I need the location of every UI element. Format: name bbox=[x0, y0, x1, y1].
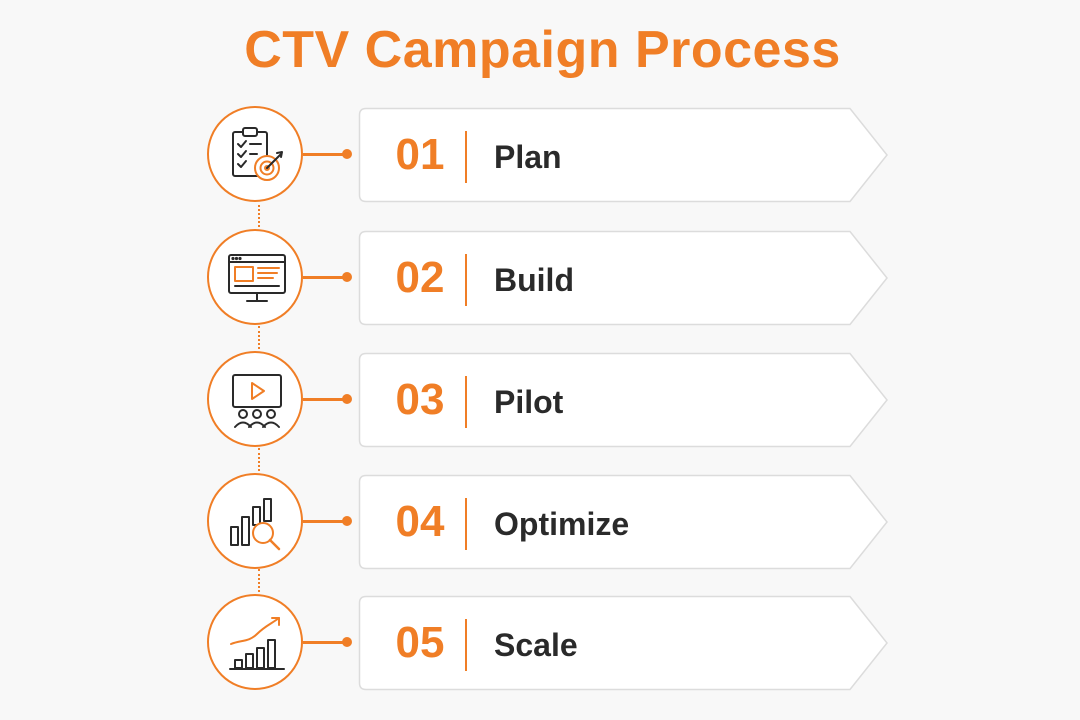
step-number: 05 bbox=[395, 618, 445, 667]
step-link-line bbox=[303, 398, 347, 401]
step-link-line bbox=[303, 641, 347, 644]
step-icon-circle bbox=[207, 473, 303, 569]
step-icon-circle bbox=[207, 229, 303, 325]
timeline-connector bbox=[258, 448, 260, 471]
step-number: 01 bbox=[395, 130, 445, 179]
step-divider bbox=[465, 376, 467, 428]
step-label: Plan bbox=[494, 139, 562, 175]
step-label: Scale bbox=[494, 627, 578, 663]
timeline-connector bbox=[258, 205, 260, 227]
step-number: 04 bbox=[395, 497, 445, 546]
step-divider bbox=[465, 131, 467, 183]
step-card: 05 Scale bbox=[358, 595, 890, 691]
step-link-line bbox=[303, 520, 347, 523]
step-link-line bbox=[303, 153, 347, 156]
card-arrow-shape bbox=[358, 352, 888, 448]
process-step: 02 Build bbox=[0, 227, 1080, 327]
step-divider bbox=[465, 254, 467, 306]
timeline-connector bbox=[258, 326, 260, 349]
card-arrow-shape bbox=[358, 230, 888, 326]
step-card: 01 Plan bbox=[358, 107, 890, 203]
step-number: 03 bbox=[395, 375, 445, 424]
process-step: 01 Plan bbox=[0, 104, 1080, 204]
step-link-line bbox=[303, 276, 347, 279]
step-icon-circle bbox=[207, 106, 303, 202]
step-link-dot bbox=[342, 149, 352, 159]
step-card: 03 Pilot bbox=[358, 352, 890, 448]
process-step: 05 Scale bbox=[0, 592, 1080, 692]
process-step: 04 Optimize bbox=[0, 471, 1080, 571]
step-label: Build bbox=[494, 262, 574, 298]
step-link-dot bbox=[342, 394, 352, 404]
step-card: 02 Build bbox=[358, 230, 890, 326]
step-divider bbox=[465, 498, 467, 550]
step-card: 04 Optimize bbox=[358, 474, 890, 570]
step-divider bbox=[465, 619, 467, 671]
card-arrow-shape bbox=[358, 595, 888, 691]
process-step: 03 Pilot bbox=[0, 349, 1080, 449]
step-link-dot bbox=[342, 272, 352, 282]
step-label: Pilot bbox=[494, 384, 564, 420]
step-link-dot bbox=[342, 637, 352, 647]
card-arrow-shape bbox=[358, 474, 888, 570]
step-link-dot bbox=[342, 516, 352, 526]
step-icon-circle bbox=[207, 594, 303, 690]
timeline-connector bbox=[258, 569, 260, 592]
card-arrow-shape bbox=[358, 107, 888, 203]
step-label: Optimize bbox=[494, 506, 630, 542]
step-number: 02 bbox=[395, 253, 445, 302]
step-icon-circle bbox=[207, 351, 303, 447]
diagram-title: CTV Campaign Process bbox=[244, 21, 841, 79]
